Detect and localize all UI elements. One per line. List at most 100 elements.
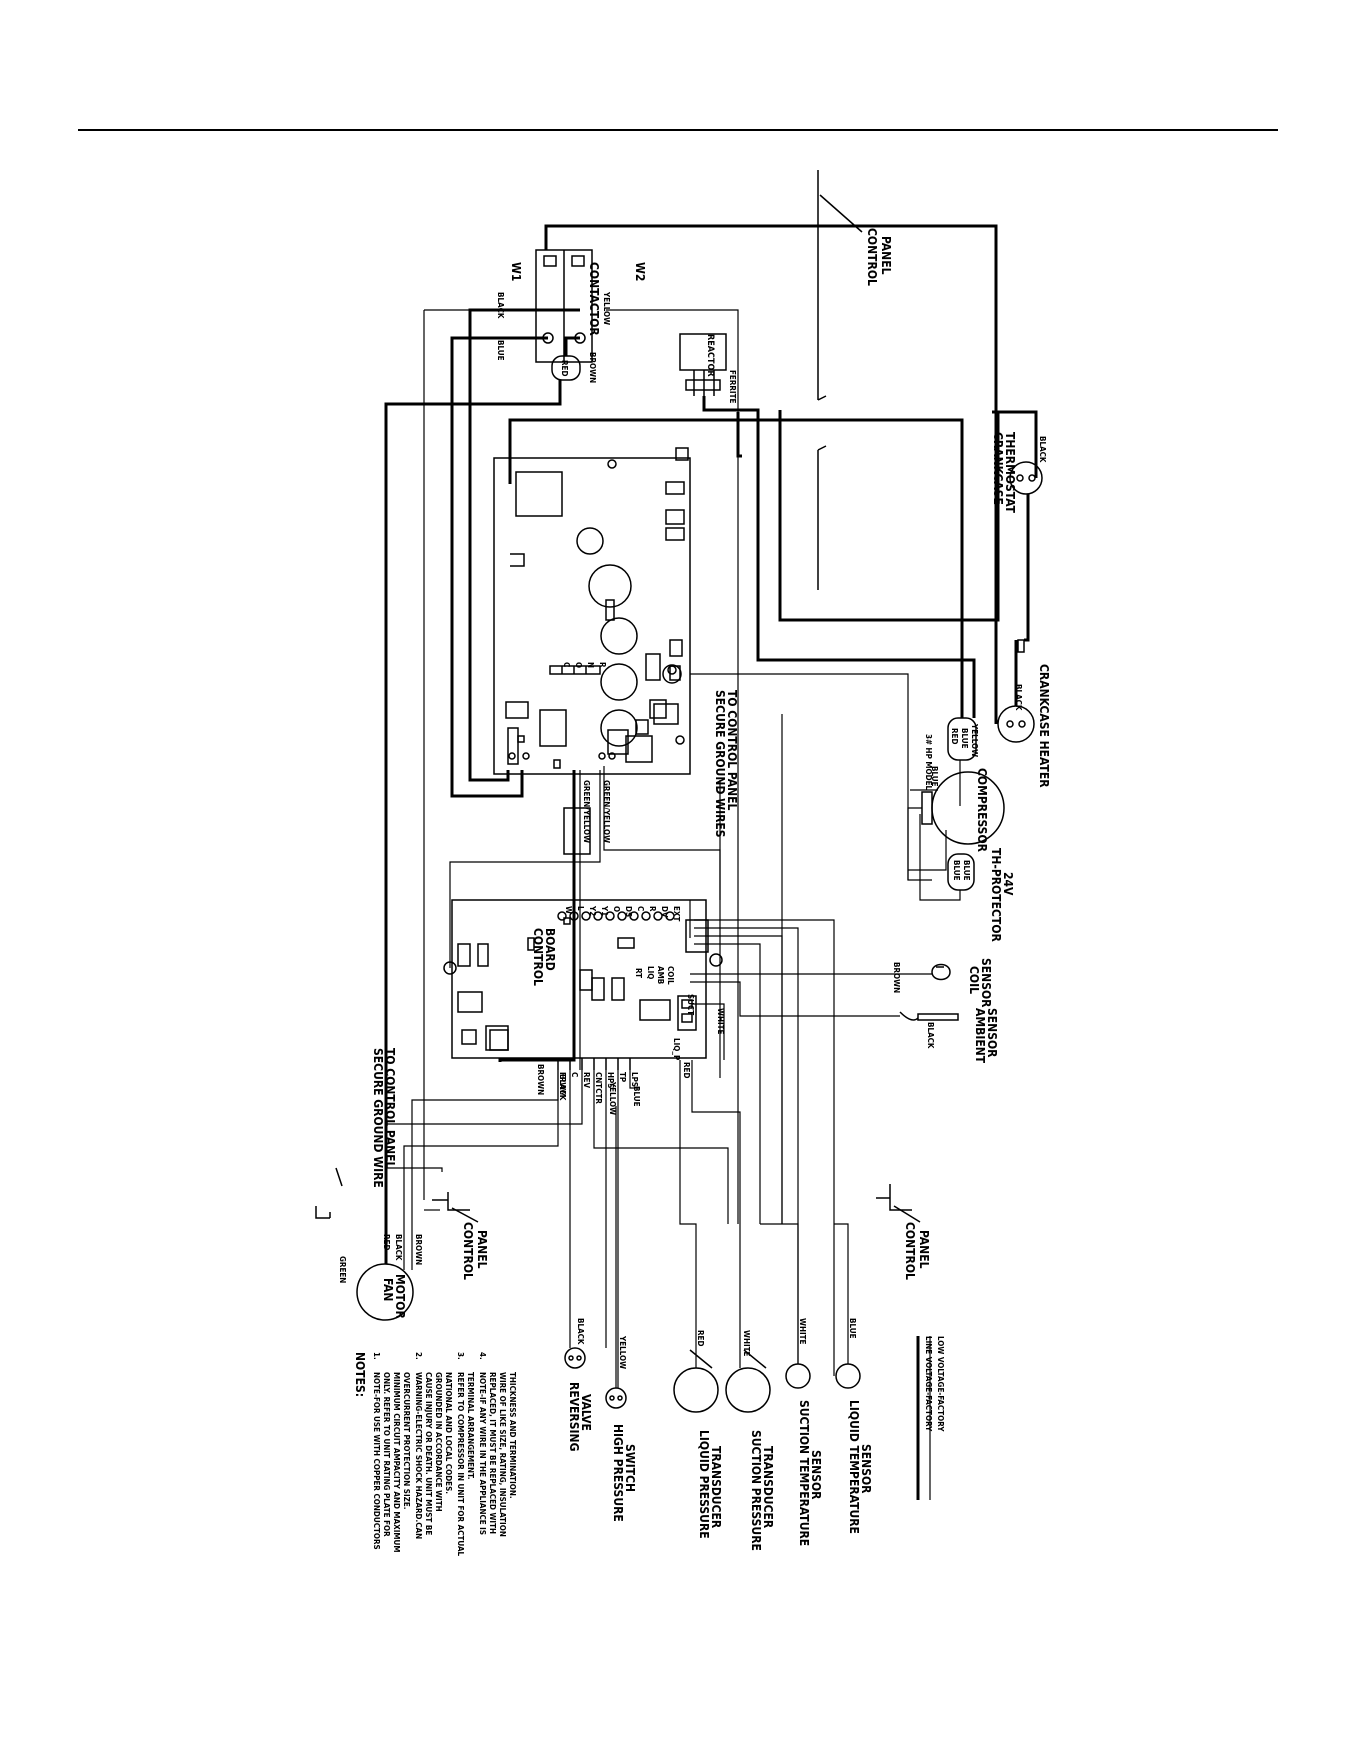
inverter-terminal-r: R	[598, 662, 607, 668]
fan-motor-label-2: MOTOR	[393, 1274, 407, 1319]
terminal-liq: LIQ	[646, 966, 655, 979]
terminal-c2: C	[636, 906, 645, 911]
control-panel-bottom-label-2: PANEL	[917, 1230, 931, 1269]
wire-label-brown-board: BROWN	[536, 1064, 545, 1095]
contactor-label: CONTACTOR	[587, 262, 601, 336]
ambient-sensor-label-1: AMBIENT	[973, 1008, 987, 1064]
wire-label-red-lpt: RED	[696, 1330, 705, 1346]
coil-sensor-label-2: SENSOR	[979, 958, 993, 1008]
terminal-y2: Y2	[588, 905, 597, 916]
wire-label-white-sts: WHITE	[798, 1318, 807, 1345]
terminal-rt: RT	[634, 968, 643, 978]
wire-label-red-fan: RED	[382, 1234, 391, 1250]
control-panel-bracket-top	[817, 170, 863, 590]
terminal-r: R	[648, 906, 657, 912]
inverter-terminal-n: N	[586, 662, 595, 668]
th-protector-label-2: 24V	[1001, 872, 1015, 896]
wire-label-blue: BLUE	[496, 340, 505, 361]
compressor-label: COMPRESSOR	[975, 768, 989, 853]
suction-pressure-transducer-label-1: SUCTION PRESSURE	[749, 1430, 763, 1551]
note-2-line-4: NATIONAL AND LOCAL CODES.	[444, 1372, 453, 1494]
reversing-valve-label-1: REVERSING	[567, 1382, 581, 1452]
wire-label-green-fan: GREEN	[338, 1256, 347, 1283]
suction-temperature-sensor	[785, 1363, 811, 1389]
secure-ground-fan-label-1: SECURE GROUND WIRE	[371, 1048, 385, 1188]
note-1-line-4: OVERCURRENT PROTECTION SIZE.	[402, 1372, 411, 1510]
wire-label-white-spt: WHITE	[742, 1330, 751, 1357]
liquid-pressure-transducer-label-1: LIQUID PRESSURE	[697, 1430, 711, 1539]
terminal-lps: LPS	[630, 1072, 639, 1087]
inverter-board	[493, 447, 691, 855]
note-3-num: 3.	[456, 1352, 465, 1360]
board-left-terminals: FPWM C REV CNTCTR HPS TP LPS	[558, 1072, 639, 1104]
wire-label-green-yellow-2: GREEN/YELLOW	[602, 780, 611, 843]
reactor	[679, 333, 727, 396]
line-voltage-wires	[384, 224, 1038, 1264]
wire-label-red-board: RED	[682, 1062, 691, 1078]
terminal-w: W	[564, 906, 573, 914]
terminal-coil: COIL	[666, 966, 675, 985]
liquid-temperature-sensor	[835, 1363, 861, 1389]
control-panel-left-label-2: PANEL	[475, 1230, 489, 1269]
secure-ground-board-label-2: TO CONTROL PANEL	[725, 690, 739, 810]
th-protector-label-1: TH-PROTECTOR	[989, 848, 1003, 942]
liquid-temperature-sensor-label-1: LIQUID TEMPERATURE	[847, 1400, 861, 1534]
legend-low-voltage: LOW VOLTAGE-FACTORY	[936, 1336, 945, 1432]
ambient-sensor-label-2: SENSOR	[985, 1008, 999, 1058]
terminal-liq-p: LIQ_P	[672, 1038, 681, 1060]
crankcase-heater-label: CRANKCASE HEATER	[1037, 664, 1051, 788]
low-voltage-wires	[385, 309, 961, 1388]
note-4-line-2: REPLACED, IT MUST BE REPLACED WITH	[488, 1372, 497, 1534]
terminal-amb: AMB	[656, 966, 665, 984]
terminal-hps: HPS	[606, 1072, 615, 1088]
wire-label-blue-prot-2: BLUE	[962, 860, 971, 881]
control-panel-left-label-1: CONTROL	[461, 1222, 475, 1280]
note-1-line-1: NOTE-FOR USE WITH COPPER CONDUCTORS	[372, 1372, 381, 1550]
terminal-o: O	[612, 906, 621, 912]
wire-label-black-board: BLACK	[558, 1074, 567, 1101]
liquid-pressure-transducer-label-2: TRANSDUCER	[709, 1446, 723, 1529]
legend-line-voltage: LINE VOLTAGE-FACTORY	[924, 1336, 933, 1432]
terminal-cntctr: CNTCTR	[594, 1072, 603, 1104]
wire-label-red: RED	[560, 360, 569, 376]
note-4-line-4: THICKNESS AND TERMINATION.	[508, 1372, 517, 1499]
control-board-label-2: BOARD	[543, 928, 557, 971]
wire-label-blue-comp: BLUE	[960, 728, 969, 749]
note-2-num: 2.	[414, 1352, 423, 1360]
wire-label-black-rv: BLACK	[576, 1318, 585, 1345]
control-panel-bracket-left	[432, 1192, 479, 1223]
ferrite-label: FERRITE	[728, 370, 737, 404]
wire-label-blue-board: BLUE	[632, 1086, 641, 1107]
terminal-fpwm: FPWM	[558, 1072, 567, 1097]
note-4-num: 4.	[478, 1352, 487, 1360]
terminal-dv: DV	[660, 906, 669, 918]
crankcase-thermostat-label-1: CRANKCASE	[991, 432, 1005, 505]
fan-motor-label-1: FAN	[381, 1278, 395, 1301]
note-4-line-3: WIRE OF LIKE SIZE, RATING, INSULATION	[498, 1372, 507, 1537]
board-sensor-terminals: LIQ AMB COIL	[646, 966, 675, 985]
wire-label-black-fan: BLACK	[394, 1234, 403, 1261]
secure-ground-fan-label-2: TO CONTROL PANEL	[383, 1048, 397, 1168]
crankcase-thermostat	[1009, 461, 1043, 495]
board-right-terminals: W L Y2 Y1 O DS C R DV EXT	[564, 905, 681, 921]
suction-temperature-sensor-label-1: SUCTION TEMPERATURE	[797, 1400, 811, 1546]
terminal-l: L	[576, 906, 585, 911]
note-4-line-1: NOTE-IF ANY WIRE IN THE APPLIANCE IS	[478, 1372, 487, 1535]
legend-lines	[916, 1336, 931, 1500]
wire-label-black-heater: BLACK	[1014, 684, 1023, 711]
suction-pressure-transducer	[725, 1349, 771, 1413]
control-board-label-1: CONTROL	[531, 928, 545, 986]
control-panel-top-label-1: CONTROL	[865, 228, 879, 286]
note-3-line-2: TERMINAL ARRANGEMENT.	[466, 1372, 475, 1480]
terminal-ext: EXT	[672, 906, 681, 921]
wire-label-red-comp: RED	[950, 728, 959, 744]
notes-block: NOTES: 1. NOTE-FOR USE WITH COPPER CONDU…	[353, 1352, 517, 1557]
wire-label-yellow-board: YELLOW	[608, 1081, 617, 1115]
w1-label: W1	[509, 262, 523, 281]
note-1-num: 1.	[372, 1352, 381, 1360]
note-1-line-2: ONLY. REFER TO UNIT RATING PLATE FOR	[382, 1372, 391, 1537]
inverter-terminals: C O N R	[562, 662, 607, 668]
note-1-line-3: MINIMUM CIRCUIT AMPACITY AND MAXIMUM	[392, 1372, 401, 1553]
wire-label-yellow-hps: YELLOW	[618, 1335, 627, 1369]
